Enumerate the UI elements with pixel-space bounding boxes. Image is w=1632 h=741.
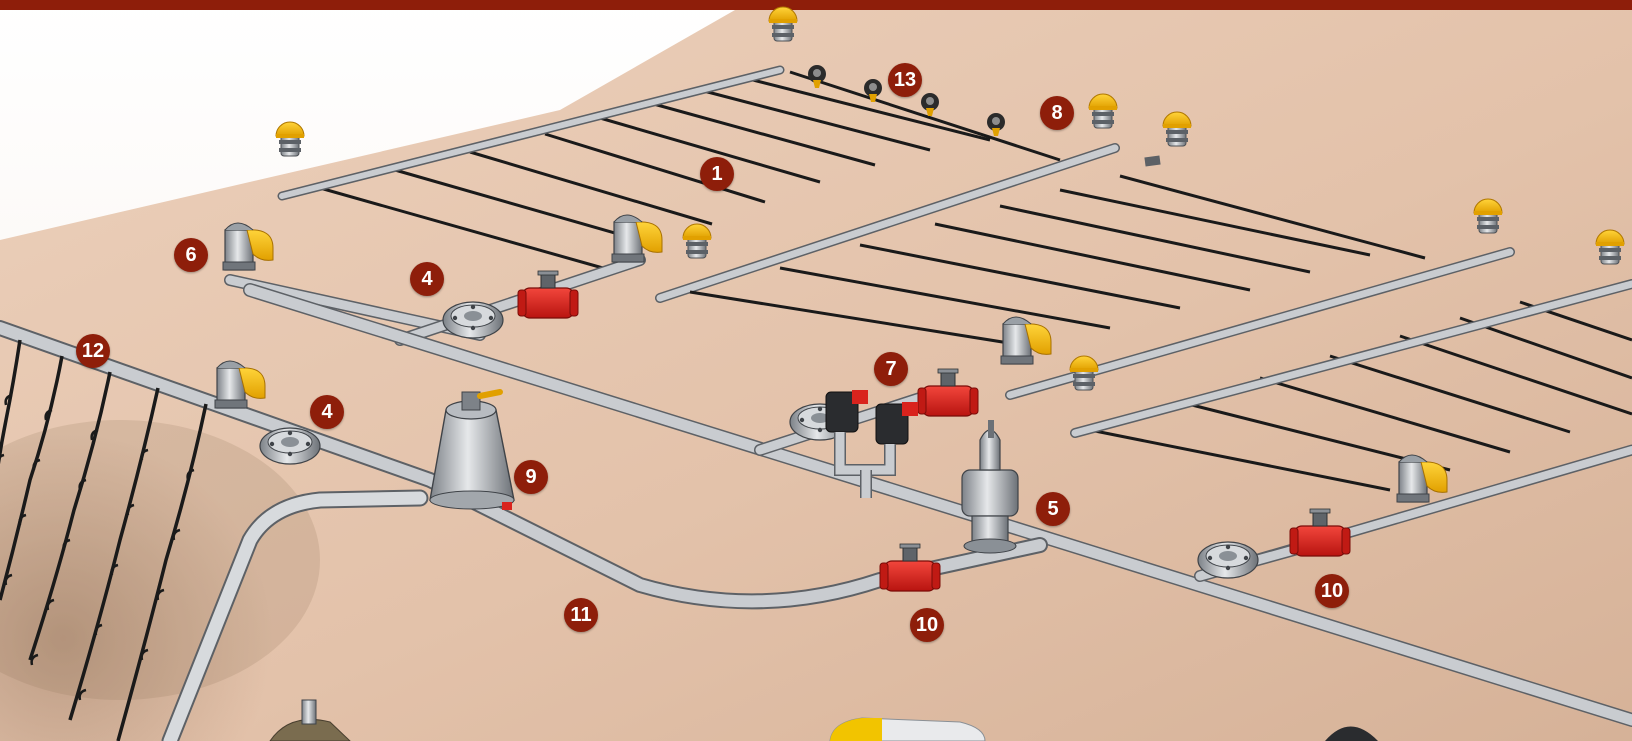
callout-6: 6 (174, 238, 208, 272)
callout-7: 7 (874, 352, 908, 386)
callout-8: 8 (1040, 96, 1074, 130)
callout-11: 11 (564, 598, 598, 632)
callout-9: 9 (514, 460, 548, 494)
callout-1: 1 (700, 157, 734, 191)
callout-5: 5 (1036, 492, 1070, 526)
callout-10-main: 10 (910, 608, 944, 642)
callout-4-lower: 4 (310, 395, 344, 429)
callout-12: 12 (76, 334, 110, 368)
callout-13: 13 (888, 63, 922, 97)
callout-4-upper: 4 (410, 262, 444, 296)
top-banner (0, 0, 1632, 10)
callout-10-right: 10 (1315, 574, 1349, 608)
